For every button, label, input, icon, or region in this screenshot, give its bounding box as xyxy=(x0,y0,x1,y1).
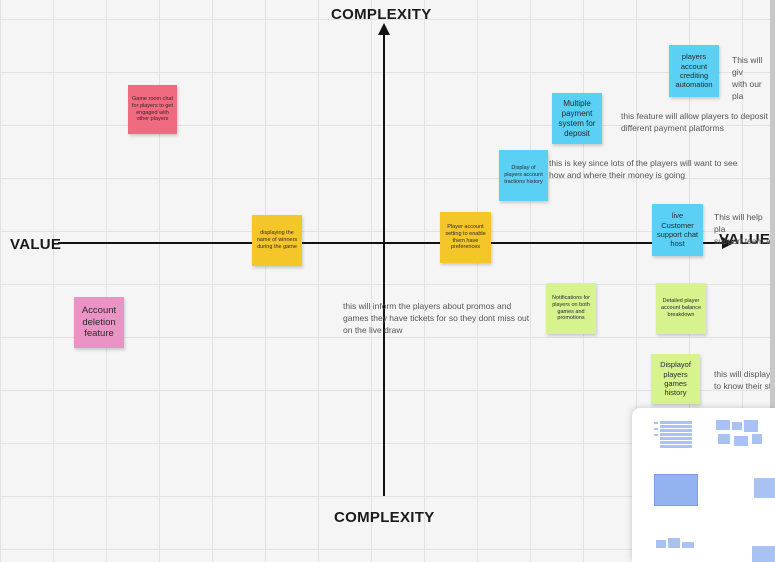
template-thumbnail[interactable] xyxy=(716,420,766,448)
template-thumbnail[interactable] xyxy=(754,478,775,502)
sticky-note-text: Notifications for players on both games … xyxy=(552,294,590,322)
sticky-note-player-settings[interactable]: Player account setting to enable them ha… xyxy=(440,212,491,263)
sticky-note-text: displaying the name of winners during th… xyxy=(256,230,298,250)
sticky-note-text: Displayof players games history xyxy=(660,360,691,398)
sticky-note-winners[interactable]: displaying the name of winners during th… xyxy=(252,215,302,266)
arrow-right-icon xyxy=(722,237,734,249)
sticky-note-multiple-payment[interactable]: Multiple payment system for deposit xyxy=(552,93,602,144)
sticky-note-text: Account deletion feature xyxy=(81,304,117,340)
comment-live-support[interactable]: This will help pla support team a xyxy=(714,212,771,246)
sticky-note-text: Multiple payment system for deposit xyxy=(558,98,596,138)
value-axis-line xyxy=(58,242,724,244)
sticky-note-account-deletion[interactable]: Account deletion feature xyxy=(74,297,124,348)
comment-multiple-payment[interactable]: this feature will allow players to depos… xyxy=(621,111,768,133)
sticky-note-games-history[interactable]: Displayof players games history xyxy=(651,354,700,404)
template-thumbnail[interactable] xyxy=(656,538,696,554)
complexity-axis-line xyxy=(383,30,385,496)
template-thumbnail[interactable] xyxy=(654,474,698,506)
sticky-note-auto-crediting[interactable]: players account crediting automation xyxy=(669,45,719,97)
comment-games-history[interactable]: this will display to know their st xyxy=(714,369,772,391)
axis-label-top[interactable]: COMPLEXITY xyxy=(331,6,432,23)
template-panel xyxy=(632,408,775,562)
vertical-scrollbar[interactable] xyxy=(770,0,775,410)
arrow-up-icon xyxy=(378,23,390,35)
sticky-note-balance-breakdown[interactable]: Detailed player account balance breakdow… xyxy=(656,283,706,334)
sticky-note-text: Display of players account tractions his… xyxy=(504,165,543,185)
template-thumbnail[interactable] xyxy=(654,420,694,448)
sticky-note-text: players account crediting automation xyxy=(675,52,713,90)
comment-transactions[interactable]: this is key since lots of the players wi… xyxy=(549,158,738,180)
sticky-note-text: Game room chat for players to get engage… xyxy=(132,95,173,123)
sticky-note-notifications[interactable]: Notifications for players on both games … xyxy=(546,283,596,334)
sticky-note-live-support[interactable]: live Customer support chat host xyxy=(652,204,703,256)
template-thumbnail[interactable] xyxy=(752,546,775,562)
axis-label-left[interactable]: VALUE xyxy=(10,236,62,253)
axis-label-right[interactable]: VALUE xyxy=(719,231,771,248)
comment-auto-crediting[interactable]: This will giv with our pla xyxy=(732,55,763,101)
sticky-note-game-room[interactable]: Game room chat for players to get engage… xyxy=(128,85,177,134)
sticky-note-transactions[interactable]: Display of players account tractions his… xyxy=(499,150,548,201)
sticky-note-text: live Customer support chat host xyxy=(656,211,699,249)
sticky-note-text: Detailed player account balance breakdow… xyxy=(660,298,702,318)
comment-notifications[interactable]: this will inform the players about promo… xyxy=(343,301,530,335)
axis-label-bottom[interactable]: COMPLEXITY xyxy=(334,509,435,526)
sticky-note-text: Player account setting to enable them ha… xyxy=(445,223,486,251)
